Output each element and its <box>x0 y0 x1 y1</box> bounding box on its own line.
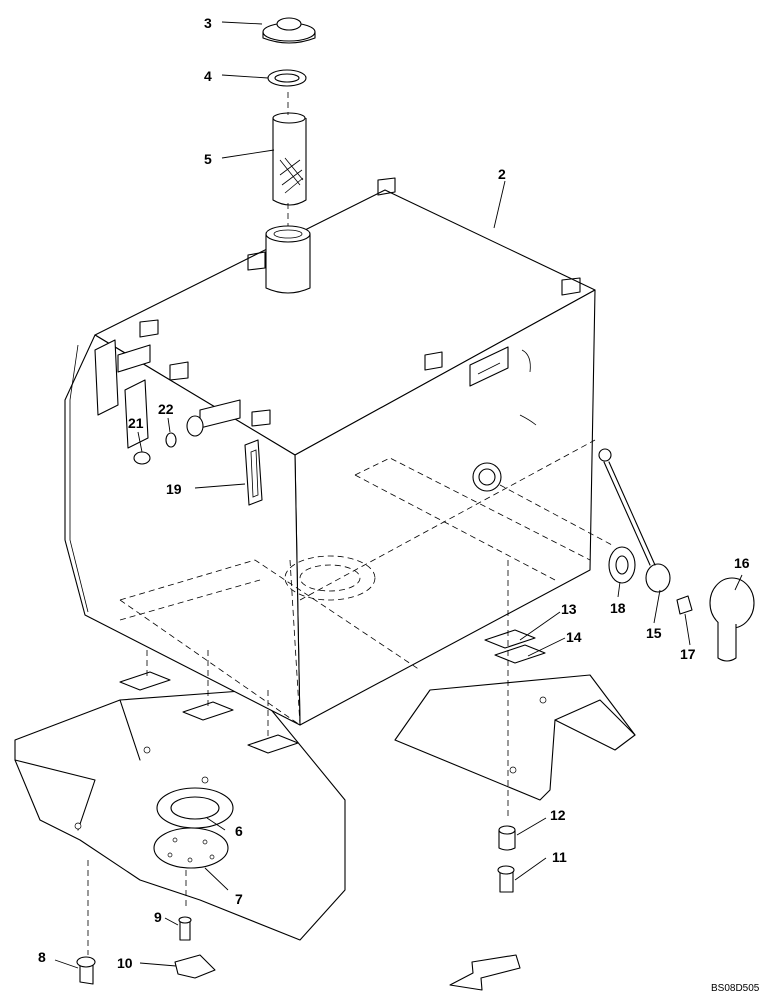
callout-6: 6 <box>235 823 243 839</box>
callout-17: 17 <box>680 646 696 662</box>
callout-13: 13 <box>561 601 577 617</box>
level-gauge <box>244 439 263 506</box>
callout-18: 18 <box>610 600 626 616</box>
callout-7: 7 <box>235 891 243 907</box>
drain-opening <box>284 555 376 601</box>
drawing-code: BS08D505 <box>711 983 760 994</box>
side-mount <box>94 339 241 465</box>
fasteners <box>76 825 516 985</box>
shims <box>119 629 546 754</box>
callout-22: 22 <box>158 401 174 417</box>
callout-14: 14 <box>566 629 582 645</box>
callout-4: 4 <box>204 68 212 84</box>
centre-lines <box>87 560 509 955</box>
front-direction-arrow <box>449 954 521 991</box>
callout-5: 5 <box>204 151 212 167</box>
callout-9: 9 <box>154 909 162 925</box>
callout-8: 8 <box>38 949 46 965</box>
frame-base <box>14 674 636 941</box>
leader-lines <box>54 21 743 969</box>
callout-15: 15 <box>646 625 662 641</box>
sampling-valve <box>472 448 755 662</box>
callout-12: 12 <box>550 807 566 823</box>
drain-plates <box>153 787 234 869</box>
hidden-brackets <box>119 457 591 671</box>
callout-3: 3 <box>204 15 212 31</box>
callout-19: 19 <box>166 481 182 497</box>
callout-10: 10 <box>117 955 133 971</box>
filler-assembly <box>262 17 316 294</box>
callout-labels: 2 3 4 5 6 7 8 9 10 11 12 13 14 15 16 17 … <box>38 15 760 994</box>
callout-16: 16 <box>734 555 750 571</box>
callout-11: 11 <box>552 849 567 865</box>
callout-21: 21 <box>128 415 144 431</box>
callout-2: 2 <box>498 166 506 182</box>
